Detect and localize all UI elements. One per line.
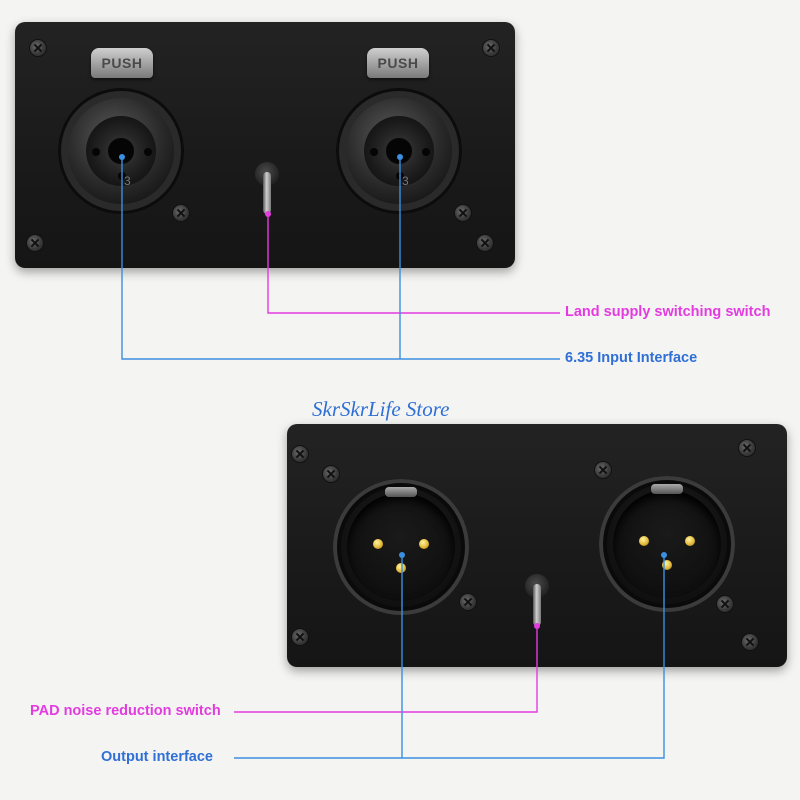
- store-brand-label: SkrSkrLife Store: [312, 397, 450, 421]
- screw-icon: [742, 634, 758, 650]
- screw-icon: [292, 446, 308, 462]
- screw-icon: [27, 235, 43, 251]
- screw-icon: [30, 40, 46, 56]
- screw-icon: [477, 235, 493, 251]
- xlr-output-jack-left[interactable]: [333, 479, 469, 615]
- combo-input-jack-left[interactable]: 3: [58, 88, 184, 214]
- screw-icon: [292, 629, 308, 645]
- pad-switch-label: PAD noise reduction switch: [30, 703, 221, 719]
- combo-input-jack-right[interactable]: 3: [336, 88, 462, 214]
- xlr-output-jack-right[interactable]: [599, 476, 735, 612]
- output-panel: [287, 424, 787, 667]
- input-interface-label: 6.35 Input Interface: [565, 350, 698, 366]
- input-panel: PUSH 3 PUSH 3: [15, 22, 515, 268]
- land-supply-label: Land supply switching switch: [565, 304, 771, 320]
- screw-icon: [717, 596, 733, 612]
- push-release-tab-right[interactable]: PUSH: [367, 48, 429, 78]
- screw-icon: [323, 466, 339, 482]
- pin-number-label: 3: [124, 174, 131, 188]
- output-interface-label: Output interface: [101, 749, 213, 765]
- screw-icon: [595, 462, 611, 478]
- push-release-tab-left[interactable]: PUSH: [91, 48, 153, 78]
- pad-toggle-switch[interactable]: [525, 574, 549, 628]
- pin-number-label: 3: [402, 174, 409, 188]
- land-supply-toggle-switch[interactable]: [255, 162, 279, 216]
- screw-icon: [739, 440, 755, 456]
- screw-icon: [483, 40, 499, 56]
